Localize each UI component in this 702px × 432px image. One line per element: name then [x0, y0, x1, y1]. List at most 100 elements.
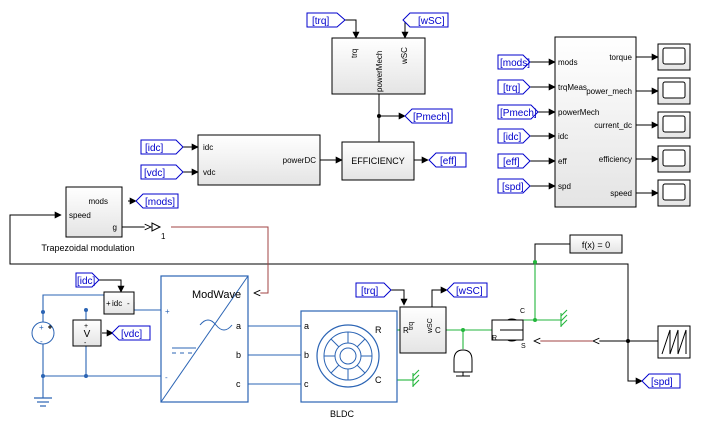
dc-voltage-source[interactable]: + -: [31, 321, 55, 346]
tag-label: [spd]: [502, 182, 524, 193]
goto-tag-mods[interactable]: [mods]: [135, 193, 179, 209]
scope-power-mech[interactable]: [657, 77, 691, 105]
goto-tag-pmech[interactable]: [Pmech]: [404, 108, 453, 124]
gain-value: 1: [161, 232, 166, 241]
power-dc-block[interactable]: idc vdc powerDC: [197, 134, 321, 186]
port-r: R: [375, 325, 382, 335]
goto-tag-wsc-bottom[interactable]: [wSC]: [446, 282, 488, 298]
inverter-title: ModWave: [192, 289, 241, 301]
goto-tag-trq-top[interactable]: [trq]: [306, 12, 346, 28]
from-tag-trq[interactable]: [trq]: [497, 79, 531, 95]
voltage-label: V: [84, 329, 91, 340]
port-out: torque: [609, 53, 632, 62]
junctions: [41, 114, 630, 378]
from-tag-mods[interactable]: [mods]: [497, 54, 531, 70]
tag-label: [trq]: [361, 286, 378, 297]
goto-tag-eff[interactable]: [eff]: [428, 152, 467, 168]
port-plus: +: [106, 299, 111, 308]
tag-label: [wSC]: [456, 286, 483, 297]
fcn-label: f(x) = 0: [582, 240, 610, 250]
scope-current-dc[interactable]: [657, 111, 691, 139]
torque-speed-sensor-block[interactable]: trq wSC R C: [399, 306, 447, 354]
scope-torque[interactable]: [657, 43, 691, 71]
port-a: a: [304, 321, 309, 331]
signal-wires: [9, 19, 659, 385]
port-a: a: [236, 321, 241, 331]
port-c: c: [304, 379, 309, 389]
ground-symbol: [34, 397, 52, 407]
tag-label: [mods]: [500, 58, 530, 69]
goto-tag-vdc[interactable]: [vdc]: [111, 325, 151, 341]
polarity-minus: -: [84, 340, 87, 347]
tag-label: [Pmech]: [500, 108, 537, 119]
port-in: powerMech: [558, 108, 599, 117]
goto-tag-wsc-top[interactable]: [wSC]: [402, 12, 449, 28]
tag-label: [vdc]: [144, 168, 165, 179]
port-mods: mods: [88, 197, 108, 206]
ideal-speed-source[interactable]: C R S: [491, 308, 526, 350]
port-c: c: [236, 379, 241, 389]
voltage-sensor-block[interactable]: V + -: [72, 319, 102, 347]
scope-speed[interactable]: [657, 179, 691, 207]
from-tag-eff[interactable]: [eff]: [497, 153, 531, 169]
port-out: power_mech: [586, 87, 632, 96]
tag-label: [mods]: [145, 197, 175, 208]
port-c: C: [520, 308, 525, 315]
port-powermech: powerMech: [375, 51, 384, 92]
port-minus: -: [127, 299, 130, 308]
bldc-caption: BLDC: [330, 409, 355, 419]
port-out: speed: [610, 189, 632, 198]
pwm-wire: [171, 226, 593, 341]
port-wsc: wSC: [400, 47, 409, 65]
gain-block[interactable]: 1: [151, 222, 166, 241]
port-trq: trq: [408, 322, 415, 330]
port-c-mech: C: [375, 375, 382, 385]
polarity-plus: +: [39, 323, 44, 332]
junction-green: [533, 260, 537, 264]
goto-tag-spd[interactable]: [spd]: [641, 373, 681, 389]
port-trq: trq: [350, 49, 359, 58]
from-tag-pmech[interactable]: [Pmech]: [497, 104, 539, 120]
scope-bus-block[interactable]: mods trqMeas powerMech idc eff spd torqu…: [554, 36, 637, 208]
efficiency-block[interactable]: EFFICIENCY: [341, 141, 415, 181]
trapezoidal-modulation-block[interactable]: mods speed g: [65, 186, 123, 238]
port-speed: speed: [69, 211, 91, 220]
port-s: S: [521, 343, 526, 350]
port-r: R: [492, 335, 497, 342]
from-tag-idc-2[interactable]: [idc]: [497, 128, 531, 144]
tag-label: [eff]: [440, 156, 457, 167]
from-tag-idc-3[interactable]: [idc]: [75, 272, 100, 288]
fcn-block[interactable]: f(x) = 0: [569, 234, 623, 254]
tag-label: [wSC]: [418, 16, 445, 27]
port-plus: +: [165, 307, 170, 316]
bldc-block[interactable]: a b c R C: [300, 310, 398, 403]
from-tag-vdc-1[interactable]: [vdc]: [140, 164, 184, 180]
port-vdc: vdc: [203, 168, 215, 177]
tag-label: [eff]: [503, 157, 520, 168]
port-b: b: [236, 350, 241, 360]
port-minus: -: [165, 373, 168, 382]
tag-label: [spd]: [651, 377, 673, 388]
sawtooth-source[interactable]: [657, 325, 691, 359]
tag-label: [idc]: [145, 143, 164, 154]
current-sensor-block[interactable]: + idc -: [103, 291, 135, 315]
from-tag-idc-1[interactable]: [idc]: [140, 139, 184, 155]
from-tag-spd[interactable]: [spd]: [497, 178, 531, 194]
port-in: eff: [558, 157, 568, 166]
scope-efficiency[interactable]: [657, 145, 691, 173]
port-in: spd: [558, 182, 571, 191]
port-powerdc: powerDC: [283, 156, 317, 165]
inertia-block[interactable]: [453, 349, 473, 377]
polarity-plus: +: [84, 323, 88, 330]
tag-label: [vdc]: [121, 329, 142, 340]
inverter-block[interactable]: ModWave + - a b c: [160, 275, 249, 403]
junction-green: [533, 318, 537, 322]
tag-label: [idc]: [503, 132, 522, 143]
goto-tag-trq-bottom[interactable]: [trq]: [355, 282, 392, 298]
mechanical-wires: [397, 262, 561, 381]
port-b: b: [304, 350, 309, 360]
motor-sensor-block[interactable]: trq powerMech wSC: [331, 37, 426, 95]
tag-label: [Pmech]: [413, 112, 450, 123]
port-idc: idc: [112, 299, 122, 308]
